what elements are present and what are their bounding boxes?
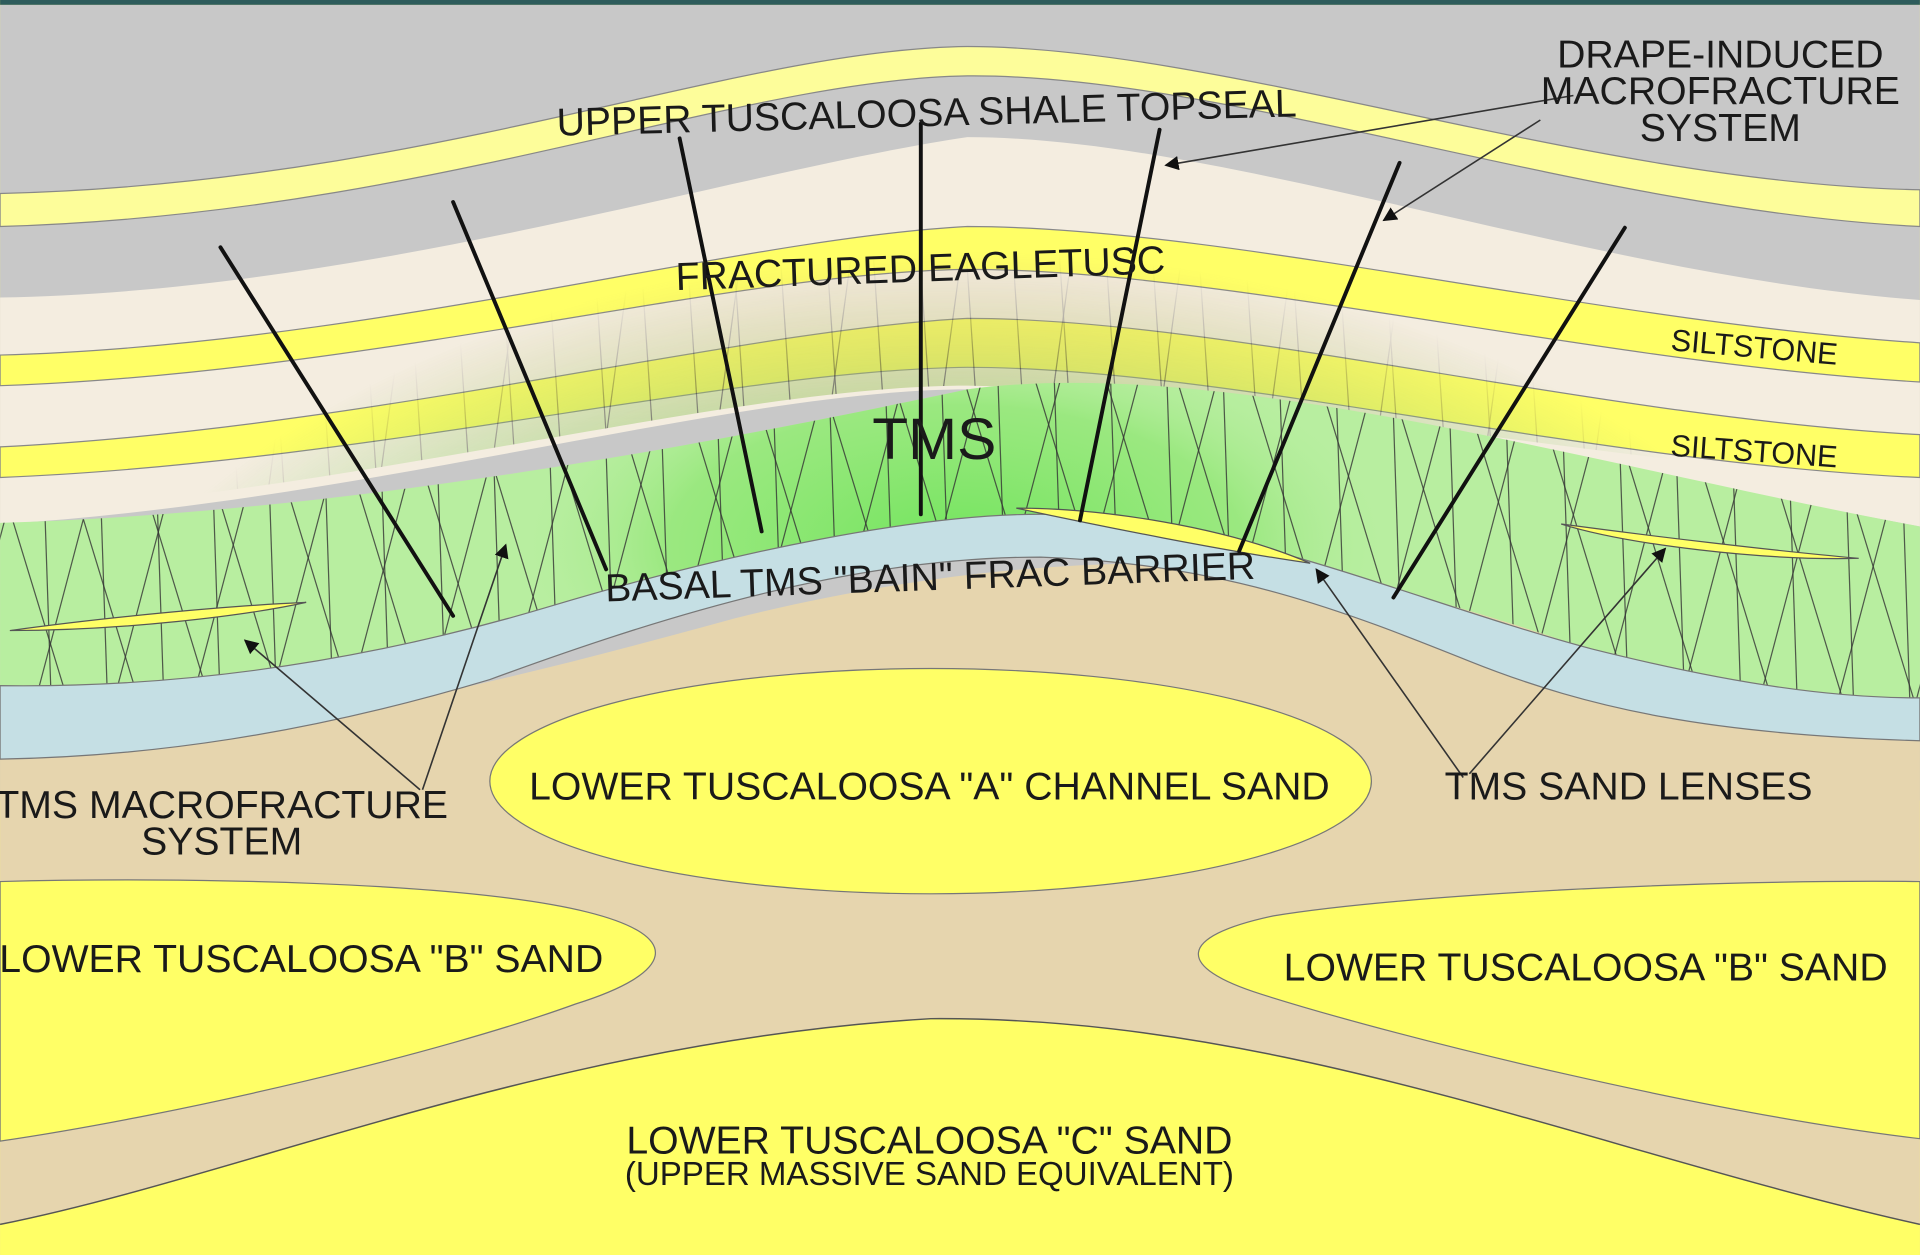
label-drape-line3: SYSTEM [1640,107,1801,150]
b-sand-right [1197,880,1920,1140]
label-channel-sand-a: LOWER TUSCALOOSA "A" CHANNEL SAND [529,766,1330,809]
b-sand-left [0,879,656,1142]
sand-lens-center [1016,507,1311,564]
label-c-sand-line1: LOWER TUSCALOOSA "C" SAND [626,1119,1232,1162]
label-tms-macro-line1: TMS MACROFRACTURE [0,784,448,827]
channel-sand-a [489,667,1373,895]
label-sand-lenses: TMS SAND LENSES [1445,766,1813,809]
label-drape-line2: MACROFRACTURE [1541,70,1900,113]
label-tms: TMS [872,407,996,472]
lower-shale [0,563,1920,1255]
label-drape-line1: DRAPE-INDUCED [1557,33,1883,76]
sand-lens-left [9,601,307,632]
frame-top-bar [0,0,1920,5]
label-b-sand-right: LOWER TUSCALOOSA "B" SAND [1284,947,1888,990]
label-c-sand-line2: (UPPER MASSIVE SAND EQUIVALENT) [625,1156,1234,1193]
c-sand-top-boundary [0,1017,1920,1226]
sand-lens-right [1560,523,1859,560]
leader-lines [243,94,1667,791]
major-faults [218,121,1627,618]
label-b-sand-left: LOWER TUSCALOOSA "B" SAND [0,938,603,981]
label-tms-macro-line2: SYSTEM [141,821,302,864]
c-sand [0,1018,1920,1255]
